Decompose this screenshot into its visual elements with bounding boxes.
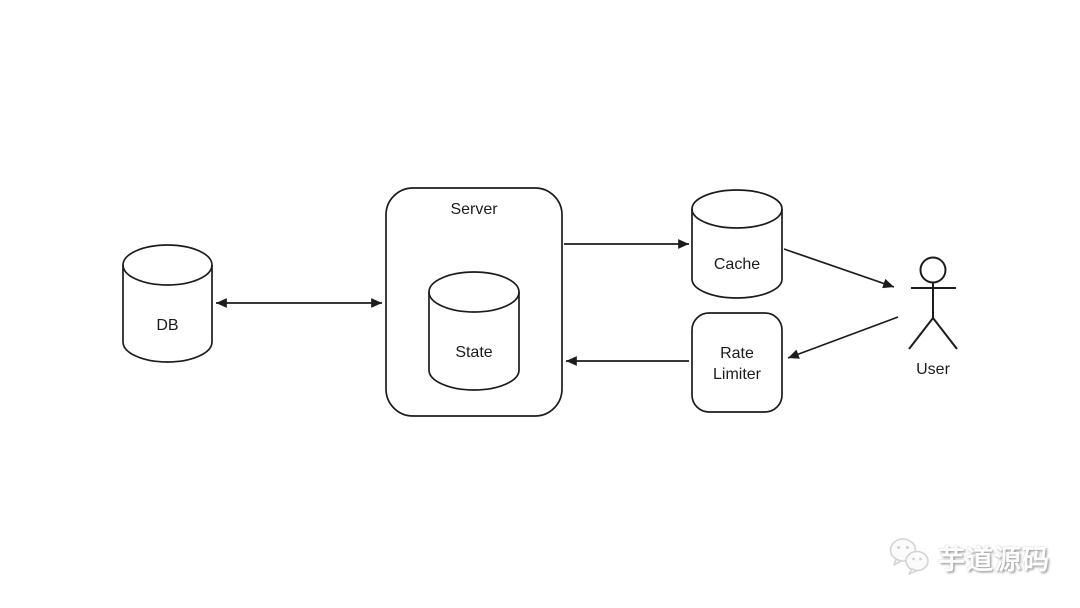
wechat-logo-icon (889, 538, 929, 575)
user-node: User (908, 256, 958, 378)
server-label: Server (450, 201, 498, 218)
db-cylinder (122, 244, 213, 363)
cache-node: Cache (691, 189, 783, 299)
rate-limiter-node: Rate Limiter (691, 312, 783, 413)
edge-cache-user (783, 248, 895, 289)
user-leg-left (908, 317, 934, 350)
watermark-text: 芋道源码 (938, 544, 1050, 575)
user-leg-right (932, 317, 958, 350)
rate-limiter-box (691, 312, 783, 413)
db-node: DB (122, 244, 213, 363)
rate-limiter-label-line1: Rate (720, 345, 754, 362)
watermark: 芋道源码 (888, 536, 1050, 578)
state-node: State (428, 271, 520, 391)
state-label: State (455, 344, 492, 361)
user-head (919, 256, 947, 284)
user-label: User (916, 361, 950, 378)
db-cylinder-rim (122, 264, 213, 286)
db-label: DB (156, 317, 178, 334)
cache-label: Cache (714, 256, 760, 273)
state-cylinder-rim (428, 291, 520, 313)
state-cylinder (428, 271, 520, 391)
cache-cylinder-rim (691, 208, 783, 229)
edge-user-rate-limiter (787, 316, 899, 359)
rate-limiter-label-line2: Limiter (713, 366, 762, 383)
cache-cylinder (691, 189, 783, 299)
